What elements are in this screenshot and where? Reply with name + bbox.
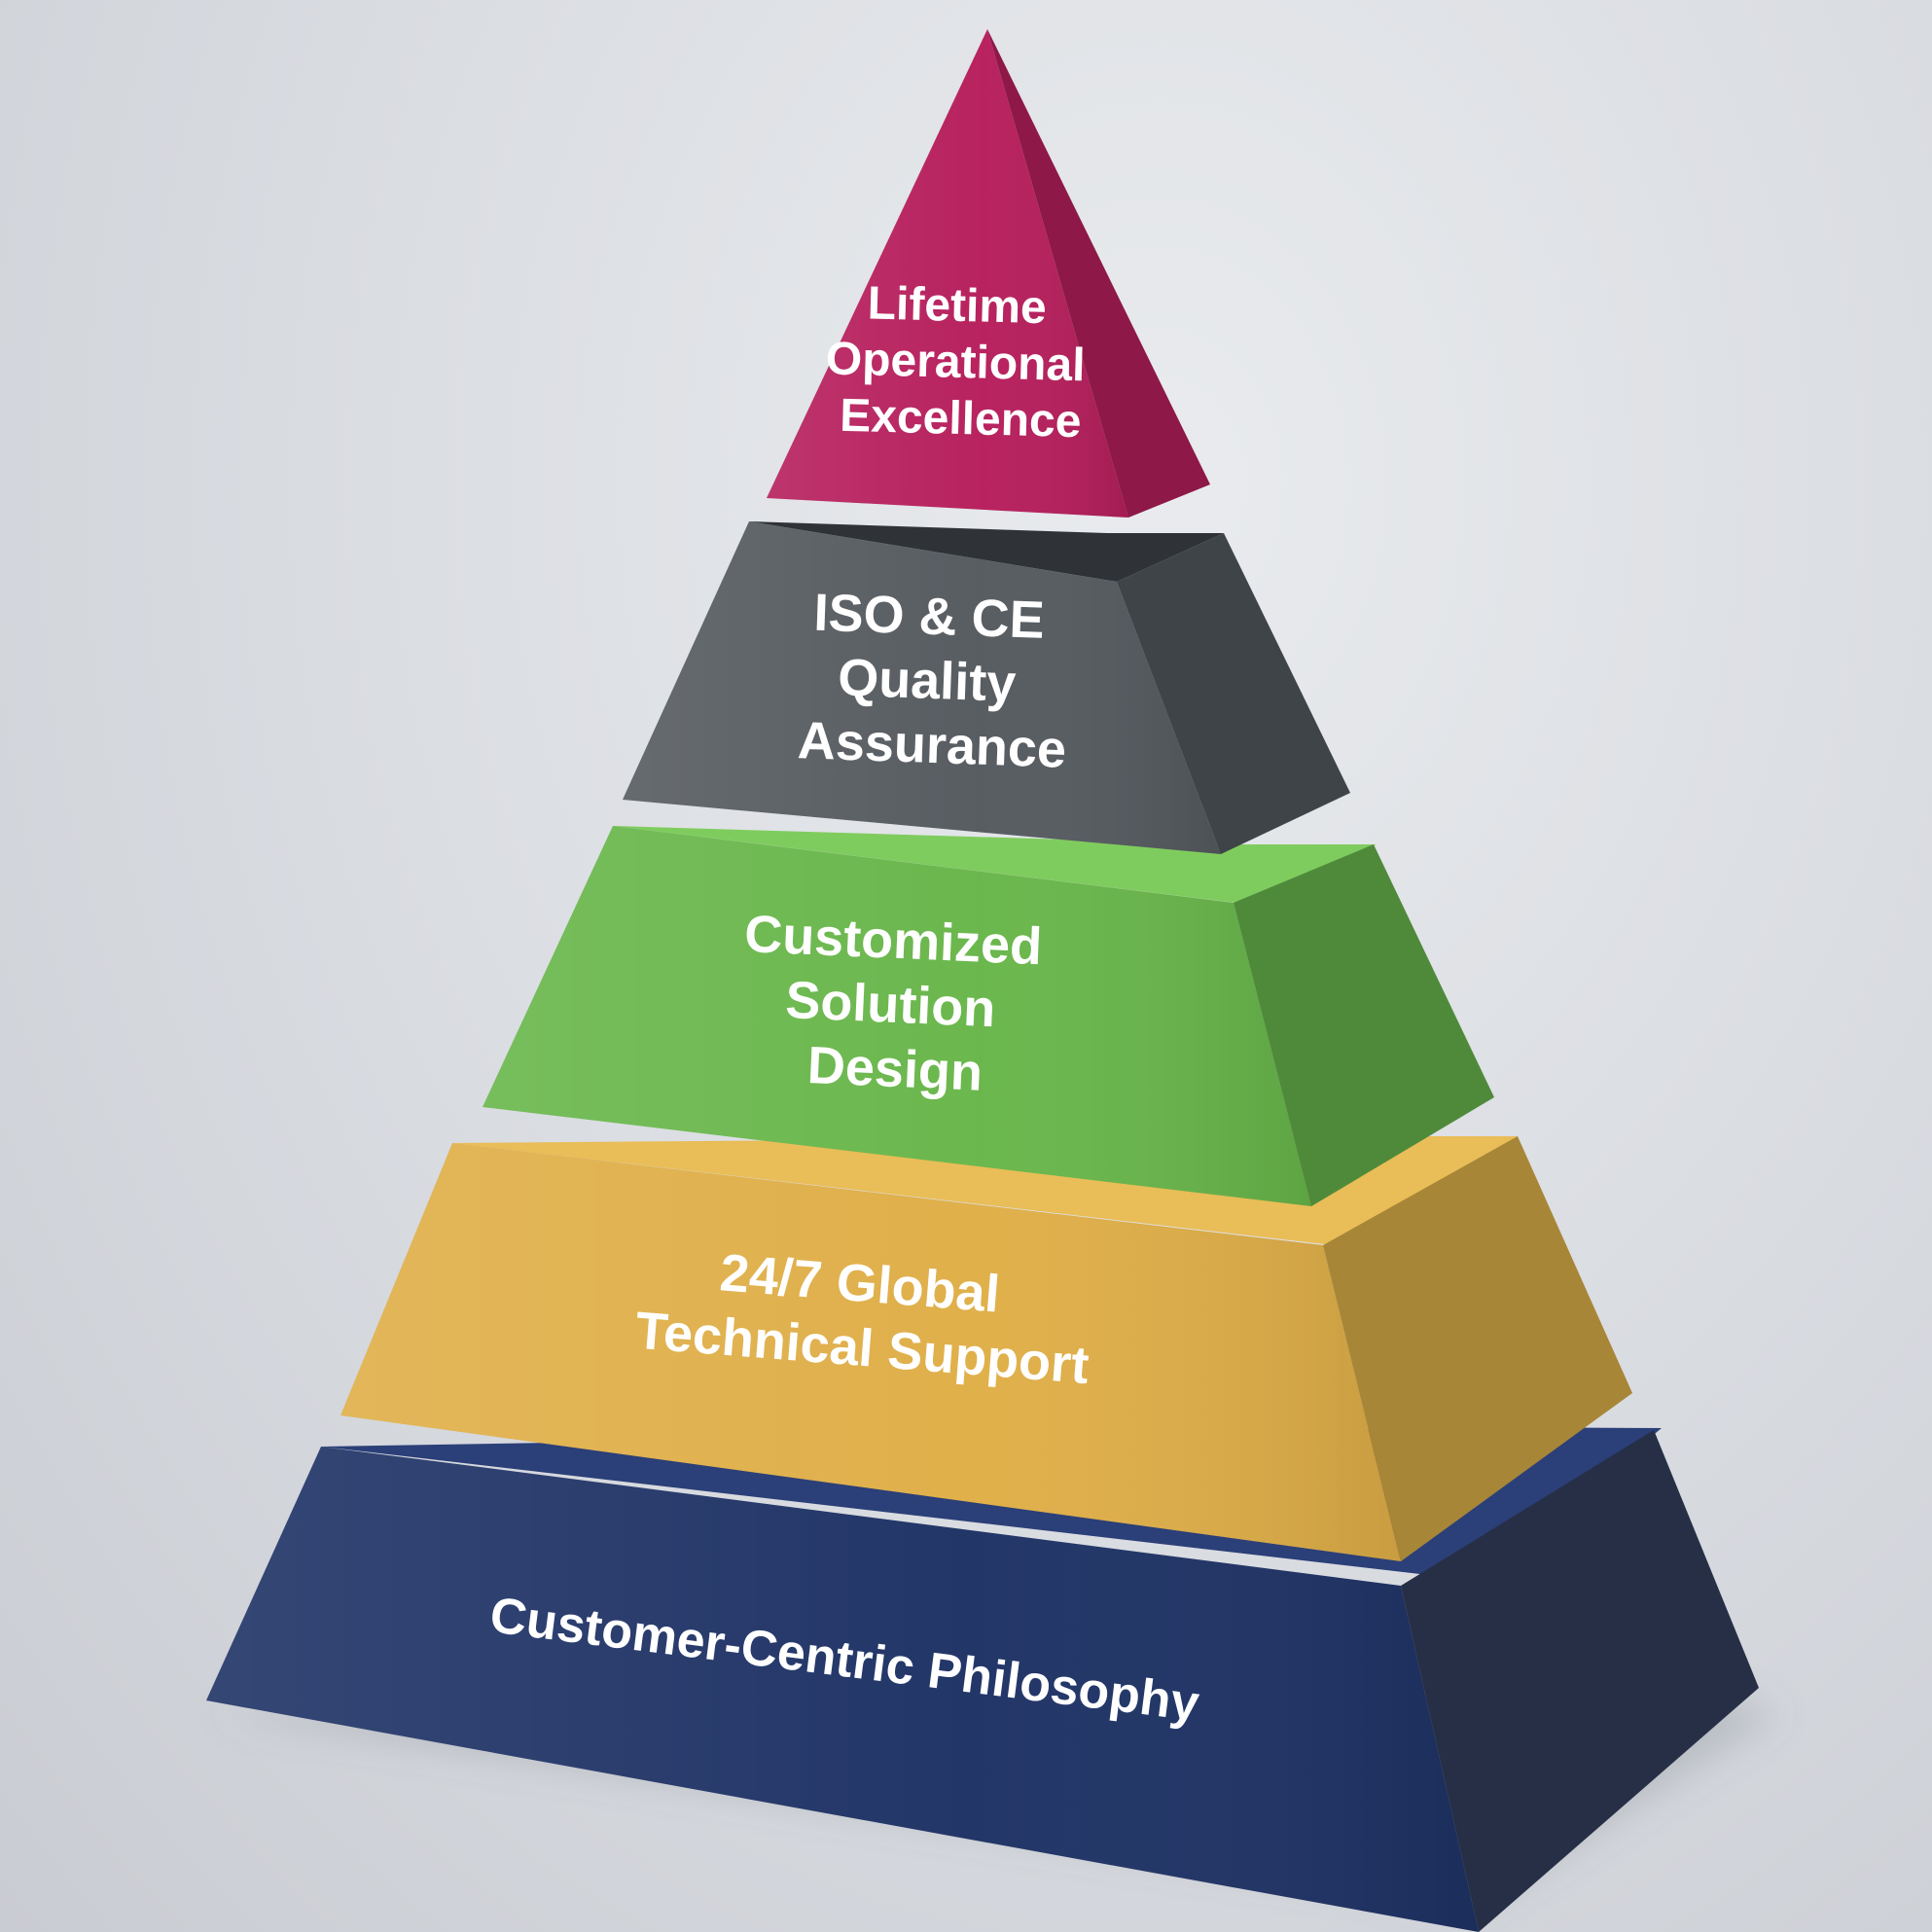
tier-2-side-face [1323,1136,1632,1561]
tier-2-sheen [340,1143,1401,1561]
tier-4-label-line-1: ISO & CE [813,584,1046,650]
tier-1-sheen [206,1447,1479,1932]
tier-5-label-line-1: Lifetime [867,277,1047,334]
tier-4: ISO & CE Quality Assurance [623,521,1350,854]
tier-3-label: Customized Solution Design [737,905,1057,1105]
tier-5-label: Lifetime Operational Excellence [824,276,1100,447]
tier-4-label-line-2: Quality [837,649,1017,713]
tier-4-side-face [1117,533,1350,854]
tier-3-side-face [1234,844,1494,1206]
tier-4-label-line-3: Assurance [797,711,1067,779]
tier-5-label-line-3: Excellence [840,390,1082,447]
tier-3-label-line-2: Solution [784,971,996,1038]
tier-4-label: ISO & CE Quality Assurance [797,583,1072,779]
tier-2: 24/7 Global Technical Support [340,1136,1632,1561]
tier-3-label-line-3: Design [806,1036,984,1102]
tier-4-top-face [749,521,1224,582]
tier-5-label-line-2: Operational [825,333,1086,391]
tier-3-label-line-1: Customized [743,905,1043,976]
tier-5-side-face [987,29,1210,518]
tier-4-sheen [623,521,1221,854]
tier-5-sheen [767,29,1128,518]
tier-3-sheen [483,826,1311,1206]
tier-5: Lifetime Operational Excellence [767,29,1210,518]
tier-1-side-face [1401,1430,1759,1932]
